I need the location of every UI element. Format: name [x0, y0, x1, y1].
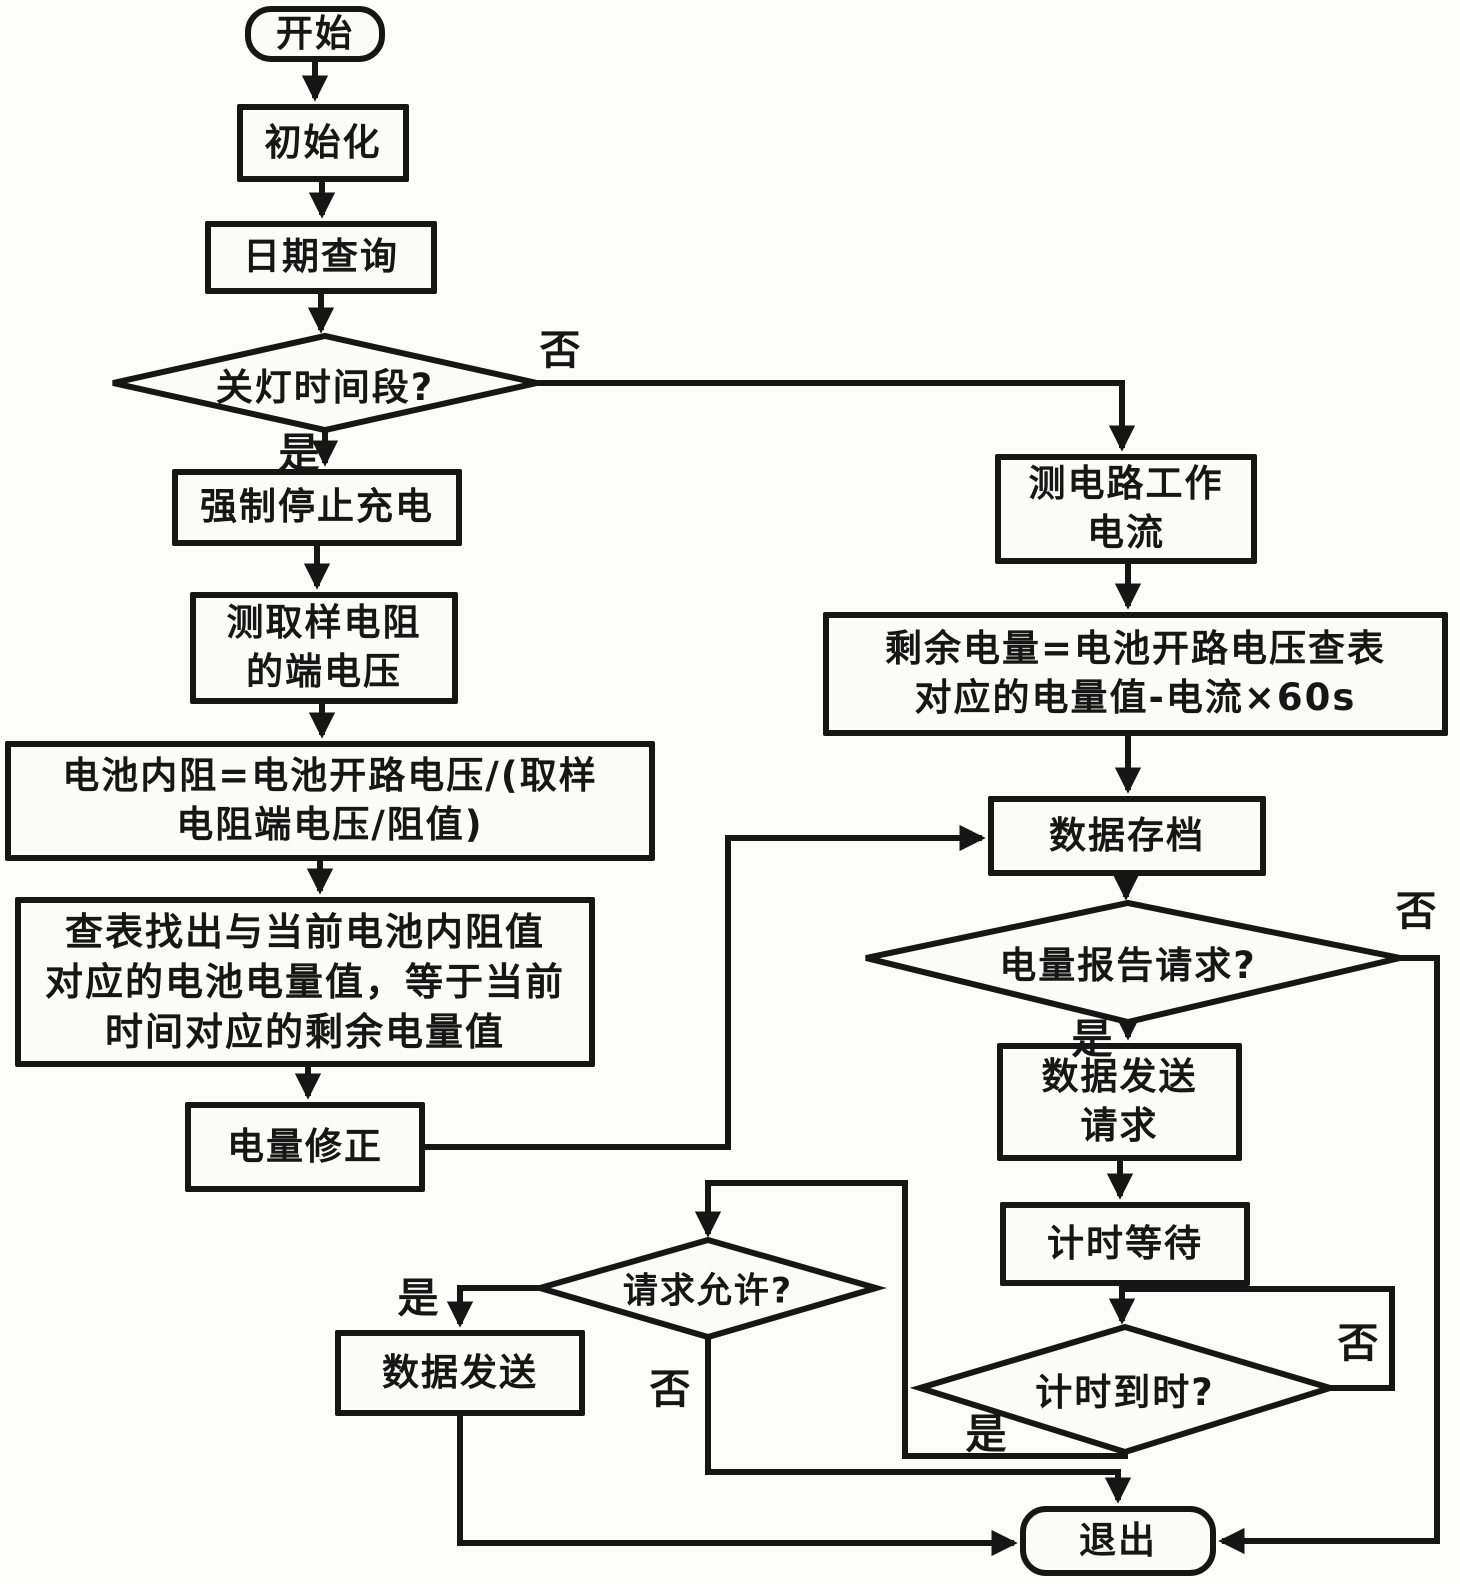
node-measure-sample-voltage: 测取样电阻 的端电压 [190, 592, 458, 704]
branch-label-yes-timer-expired: 是 [965, 1410, 1007, 1458]
decision-report-request-label: 电量报告请求? [999, 944, 1257, 987]
edge-reportreq-no [1218, 955, 1440, 1555]
node-data-send-request-label: 数据发送 请求 [1041, 1055, 1198, 1147]
node-timer-wait: 计时等待 [1000, 1202, 1250, 1286]
branch-label-yes-lights-off: 是 [278, 429, 320, 477]
edge-correction-archive [425, 824, 986, 1150]
branch-label-yes-request-allowed: 是 [397, 1274, 439, 1322]
node-start: 开始 [245, 6, 385, 62]
node-init: 初始化 [237, 104, 409, 182]
node-data-send-label: 数据发送 [382, 1350, 538, 1394]
edge-timerup-no-loop [1122, 1286, 1395, 1391]
node-data-archive: 数据存档 [988, 796, 1266, 876]
branch-label-yes-report-request: 是 [1071, 1015, 1113, 1063]
decision-lights-off-label: 关灯时间段? [215, 366, 435, 409]
node-force-stop-charging: 强制停止充电 [172, 469, 462, 546]
node-data-archive-label: 数据存档 [1049, 813, 1205, 857]
node-date-query: 日期查询 [205, 221, 437, 294]
node-lookup-table-label: 查表找出与当前电池内阻值 对应的电池电量值，等于当前 时间对应的剩余电量值 [44, 909, 565, 1055]
node-init-label: 初始化 [264, 120, 382, 164]
node-internal-resistance-formula: 电池内阻=电池开路电压/(取样 电阻端电压/阻值) [5, 741, 655, 861]
decision-lights-off-shape [112, 332, 538, 434]
node-force-stop-charging-label: 强制停止充电 [200, 485, 434, 529]
node-measure-sample-voltage-label: 测取样电阻 的端电压 [226, 601, 422, 693]
edge-datasend-exit [457, 1416, 1018, 1557]
decision-timer-expired-label: 计时到时? [1035, 1371, 1215, 1414]
node-exit: 退出 [1020, 1506, 1216, 1576]
edge-reqallow-yes [446, 1285, 540, 1328]
branch-label-no-lights-off: 否 [539, 326, 581, 374]
node-measure-working-current-label: 测电路工作 电流 [1028, 462, 1224, 554]
branch-label-no-report-request: 否 [1395, 887, 1437, 935]
node-remaining-charge-formula-label: 剩余电量=电池开路电压查表 对应的电量值-电流×60s [884, 627, 1386, 719]
decision-request-allowed-shape [529, 1236, 887, 1341]
node-charge-correction: 电量修正 [185, 1102, 425, 1192]
node-date-query-label: 日期查询 [243, 235, 399, 279]
branch-label-no-timer-expired: 否 [1337, 1319, 1379, 1367]
node-start-label: 开始 [276, 11, 354, 55]
node-timer-wait-label: 计时等待 [1047, 1221, 1203, 1265]
edge-lightsoff-no [537, 380, 1136, 452]
branch-label-no-request-allowed: 否 [649, 1365, 691, 1413]
node-data-send-request: 数据发送 请求 [997, 1043, 1242, 1161]
node-remaining-charge-formula: 剩余电量=电池开路电压查表 对应的电量值-电流×60s [823, 612, 1448, 736]
decision-report-request-shape [865, 899, 1401, 1026]
decision-timer-expired-shape [909, 1323, 1341, 1456]
node-charge-correction-label: 电量修正 [227, 1124, 383, 1168]
node-internal-resistance-formula-label: 电池内阻=电池开路电压/(取样 电阻端电压/阻值) [62, 754, 598, 846]
decision-request-allowed-label: 请求允许? [622, 1271, 794, 1312]
node-lookup-table: 查表找出与当前电池内阻值 对应的电池电量值，等于当前 时间对应的剩余电量值 [15, 897, 595, 1067]
node-exit-label: 退出 [1079, 1518, 1157, 1562]
node-measure-working-current: 测电路工作 电流 [995, 454, 1257, 564]
edge-timerup-yes [694, 1180, 1128, 1459]
node-data-send: 数据发送 [335, 1330, 585, 1416]
edge-reqallow-no [705, 1337, 1132, 1504]
